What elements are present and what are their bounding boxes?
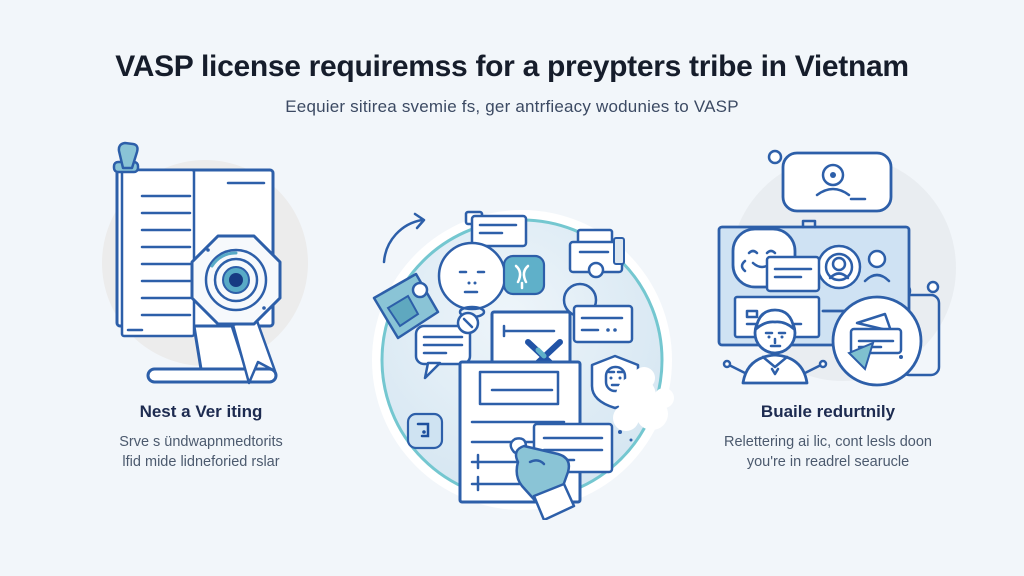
person-figure-icon (722, 308, 828, 385)
left-description-line1: Srve s ündwapnmedtorits (119, 434, 283, 450)
section-right-caption: Buaile redurtnily Relettering ai lic, co… (668, 402, 988, 472)
small-square-badge-icon (406, 412, 444, 450)
right-description-line1: Relettering ai lic, cont lesls doon (724, 434, 932, 450)
speech-bubble-icon (414, 311, 480, 380)
refresh-arrow-icon (382, 212, 426, 264)
avatar-chat-blob-icon (731, 227, 821, 293)
page-title: VASP license requiremss for a preypters … (115, 50, 909, 83)
teal-app-badge-icon (502, 254, 546, 296)
location-speech-bubble-icon (767, 149, 893, 213)
id-card-icon (562, 282, 634, 344)
license-documents-stamp-illustration (372, 210, 674, 520)
header: VASP license requiremss for a preypters … (0, 50, 1024, 117)
white-splat (613, 367, 674, 442)
seal-badge-icon (190, 234, 282, 385)
section-left-caption: Nest a Ver iting Srve s ündwapnmedtorits… (36, 402, 366, 472)
stamp-printer-circle-icon (831, 295, 923, 387)
page-subtitle: Eequier sitirea svemie fs, ger antrfieac… (285, 97, 739, 116)
online-portal-registration-illustration (717, 149, 956, 387)
small-document-icon (464, 210, 528, 248)
clip-icon (112, 141, 140, 174)
printer-icon (568, 228, 625, 279)
left-description-line2: lfid mide lidneforied rslar (122, 454, 280, 470)
right-heading: Buaile redurtnily (760, 402, 896, 421)
stamp-hand-icon (509, 437, 576, 520)
certificate-seal-monitor-illustration (102, 141, 308, 385)
left-heading: Nest a Ver iting (139, 402, 263, 421)
brain-face-icon (437, 241, 507, 319)
megaphone-hand-icon (372, 272, 440, 340)
right-description-line2: you're in readrel searucle (746, 454, 910, 470)
monitor-stand (146, 324, 278, 384)
